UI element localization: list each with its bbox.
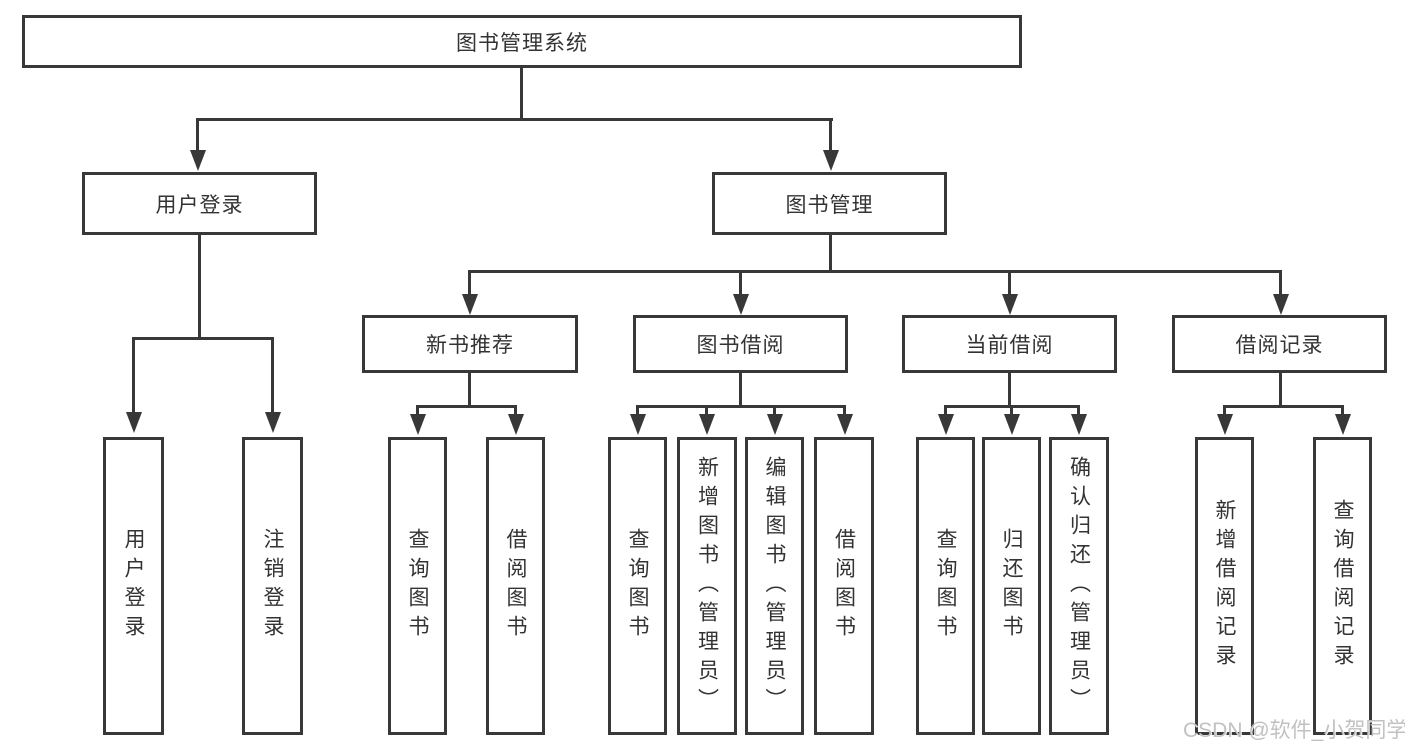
connector-line [1279,373,1282,407]
node-book-management: 图书管理 [712,172,947,235]
node-label: 新增借阅记录 [1213,499,1236,673]
connector-line [1008,270,1011,296]
connector-line [196,118,833,121]
node-user-login: 用户登录 [82,172,317,235]
arrowhead-down-icon [699,414,715,435]
connector-line [773,405,776,416]
node-label: 图书管理系统 [456,31,588,55]
connector-line [468,270,471,296]
node-label: 借阅记录 [1235,334,1324,357]
node-leaf-confirm-return-admin: 确认归还（管理员） [1049,437,1109,735]
node-label: 图书借阅 [696,334,785,357]
arrowhead-down-icon [1071,414,1087,435]
connector-line [416,405,517,408]
arrowhead-down-icon [1004,414,1020,435]
arrowhead-down-icon [190,150,206,171]
node-leaf-add-books-admin: 新增图书（管理员） [677,437,737,735]
connector-line [198,235,201,337]
connector-line [1341,405,1344,416]
arrowhead-down-icon [630,414,646,435]
node-label: 查询借阅记录 [1331,499,1354,673]
arrowhead-down-icon [508,414,524,435]
connector-line [1223,405,1344,408]
node-leaf-query-books-current: 查询图书 [916,437,975,735]
node-label: 图书管理 [785,193,874,217]
node-book-borrowing: 图书借阅 [633,315,848,373]
node-label: 查询图书 [406,528,429,644]
arrowhead-down-icon [823,150,839,171]
connector-line [1008,373,1011,407]
connector-line [468,270,1282,273]
arrowhead-down-icon [1217,414,1233,435]
arrowhead-down-icon [938,414,954,435]
connector-line [132,337,274,340]
node-label: 借阅图书 [504,528,527,644]
arrowhead-down-icon [1273,294,1289,315]
connector-line [829,235,832,271]
watermark: CSDN @软件_小贺同学 [1183,719,1405,742]
connector-line [271,337,274,413]
connector-line [829,118,832,152]
connector-line [944,405,947,416]
arrowhead-down-icon [733,294,749,315]
connector-line [843,405,846,416]
connector-line [1223,405,1226,416]
node-label: 用户登录 [122,528,145,644]
node-leaf-query-books-borrow: 查询图书 [608,437,667,735]
node-current-borrowing: 当前借阅 [902,315,1117,373]
connector-line [416,405,419,416]
arrowhead-down-icon [126,412,142,433]
connector-line [636,405,639,416]
arrowhead-down-icon [265,412,281,433]
connector-line [739,373,742,407]
connector-line [1279,270,1282,296]
connector-line [514,405,517,416]
node-label: 新书推荐 [426,334,514,357]
node-leaf-user-login: 用户登录 [103,437,164,735]
arrowhead-down-icon [1002,294,1018,315]
arrowhead-down-icon [837,414,853,435]
arrowhead-down-icon [410,414,426,435]
connector-line [739,270,742,296]
connector-line [196,118,199,152]
node-label: 注销登录 [261,528,284,644]
connector-line [520,68,523,119]
connector-line [132,337,135,413]
node-borrowing-records: 借阅记录 [1172,315,1387,373]
node-label: 新增图书（管理员） [695,455,719,717]
connector-line [1010,405,1013,416]
node-leaf-return-books: 归还图书 [982,437,1041,735]
node-leaf-edit-books-admin: 编辑图书（管理员） [745,437,804,735]
node-label: 查询图书 [934,528,957,644]
node-leaf-add-borrow-record: 新增借阅记录 [1195,437,1254,735]
node-leaf-query-books-rec: 查询图书 [388,437,447,735]
arrowhead-down-icon [462,294,478,315]
node-library-management-system: 图书管理系统 [22,15,1022,68]
node-leaf-logout: 注销登录 [242,437,303,735]
node-leaf-borrow-books-rec: 借阅图书 [486,437,545,735]
node-label: 借阅图书 [832,528,856,644]
arrowhead-down-icon [767,414,783,435]
arrowhead-down-icon [1335,414,1351,435]
connector-line [468,373,471,407]
connector-line [705,405,708,416]
node-label: 归还图书 [1000,528,1023,644]
node-label: 当前借阅 [965,334,1054,357]
connector-line [636,405,846,408]
node-label: 编辑图书（管理员） [763,455,786,717]
node-leaf-borrow-books: 借阅图书 [814,437,874,735]
node-label: 用户登录 [155,193,244,217]
node-new-book-recommendation: 新书推荐 [362,315,578,373]
connector-line [1077,405,1080,416]
node-leaf-query-borrow-record: 查询借阅记录 [1313,437,1372,735]
node-label: 确认归还（管理员） [1067,455,1091,717]
node-label: 查询图书 [626,528,649,644]
